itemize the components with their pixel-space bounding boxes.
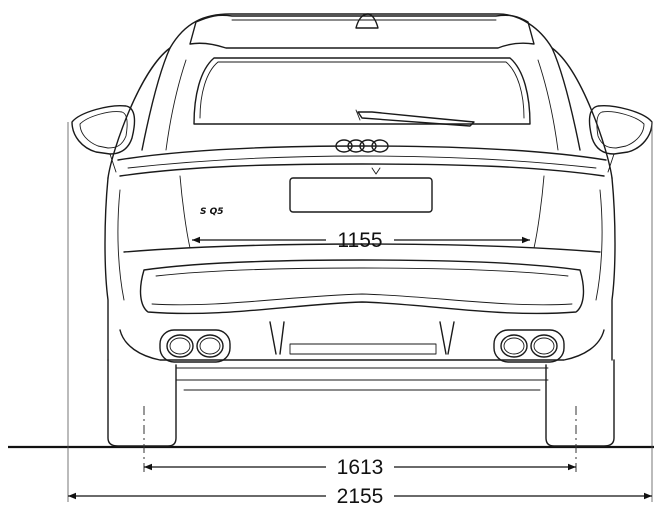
license-plate-recess [289,177,433,213]
dimension-width-1155: 1155 [192,229,530,252]
left-exhaust [159,329,231,363]
dimension-overall-2155: 2155 [68,485,652,508]
dimension-label-1155: 1155 [337,229,382,252]
right-side-mirror [588,105,653,173]
car-body [104,13,616,391]
right-exhaust [493,329,565,363]
left-tire [107,359,177,447]
left-side-mirror [71,105,136,173]
model-badge: S Q5 [200,207,224,217]
right-tire [545,359,615,447]
dimension-track-1613: 1613 [144,456,576,479]
audi-rings-logo [335,139,389,175]
dimension-label-1613: 1613 [337,456,384,479]
dimension-label-2155: 2155 [337,485,384,508]
